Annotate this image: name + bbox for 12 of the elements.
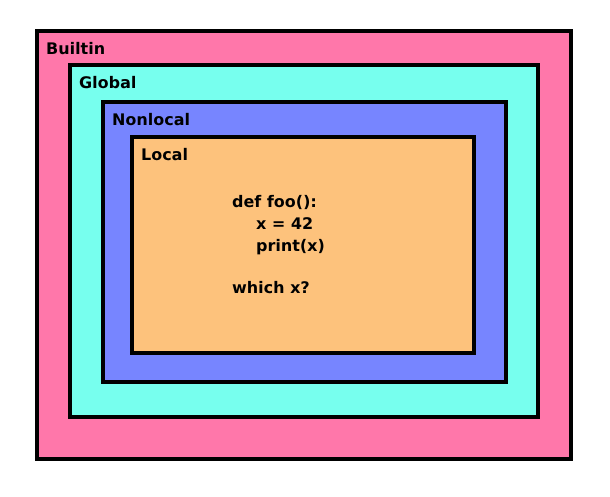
scope-box: [130, 135, 476, 355]
scope-label: Builtin: [46, 39, 106, 59]
scope-box: [68, 63, 540, 419]
question-text: which x?: [232, 278, 310, 298]
code-line: x = 42: [256, 214, 314, 234]
code-line: print(x): [256, 236, 325, 256]
code-line: def foo():: [232, 192, 317, 212]
scope-label: Local: [141, 145, 188, 165]
scope-box: [35, 29, 573, 461]
scope-label: Nonlocal: [112, 110, 190, 130]
scope-box: [101, 100, 508, 384]
scope-label: Global: [79, 73, 136, 93]
